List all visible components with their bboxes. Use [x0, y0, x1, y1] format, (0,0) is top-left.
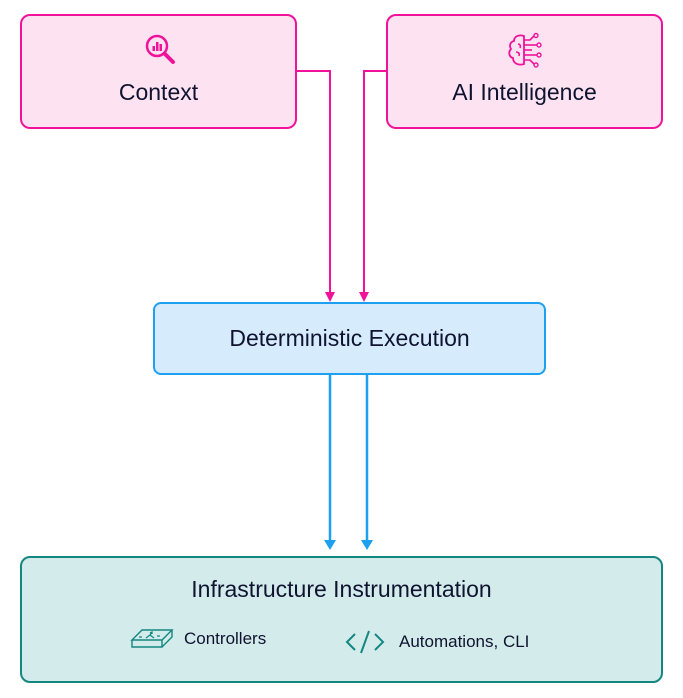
ai-intelligence-label: AI Intelligence: [452, 79, 597, 105]
automations-cli-label: Automations, CLI: [399, 632, 530, 651]
arrowhead-context: [325, 292, 335, 302]
controllers-item: Controllers: [130, 628, 266, 650]
context-label: Context: [118, 79, 199, 105]
deterministic-execution-label: Deterministic Execution: [229, 325, 470, 351]
automations-cli-item: Automations, CLI: [345, 628, 529, 656]
context-node: Context: [20, 14, 297, 129]
arrowhead-ai: [359, 292, 369, 302]
deterministic-execution-node: Deterministic Execution: [153, 302, 546, 375]
infrastructure-instrumentation-label: Infrastructure Instrumentation: [191, 576, 492, 602]
brain-circuit-icon: [507, 32, 542, 68]
ai-intelligence-node: AI Intelligence: [386, 14, 663, 129]
infrastructure-instrumentation-node: Infrastructure Instrumentation Controlle…: [20, 556, 663, 683]
controllers-label: Controllers: [184, 629, 267, 648]
code-brackets-icon: [345, 630, 385, 654]
arrowhead-infra-1: [324, 540, 336, 550]
arrowhead-infra-2: [361, 540, 373, 550]
edge-context-to-execution: [296, 70, 331, 300]
edge-ai-to-execution: [363, 70, 386, 300]
magnifier-chart-icon: [145, 34, 175, 64]
controller-device-icon: [130, 629, 174, 648]
